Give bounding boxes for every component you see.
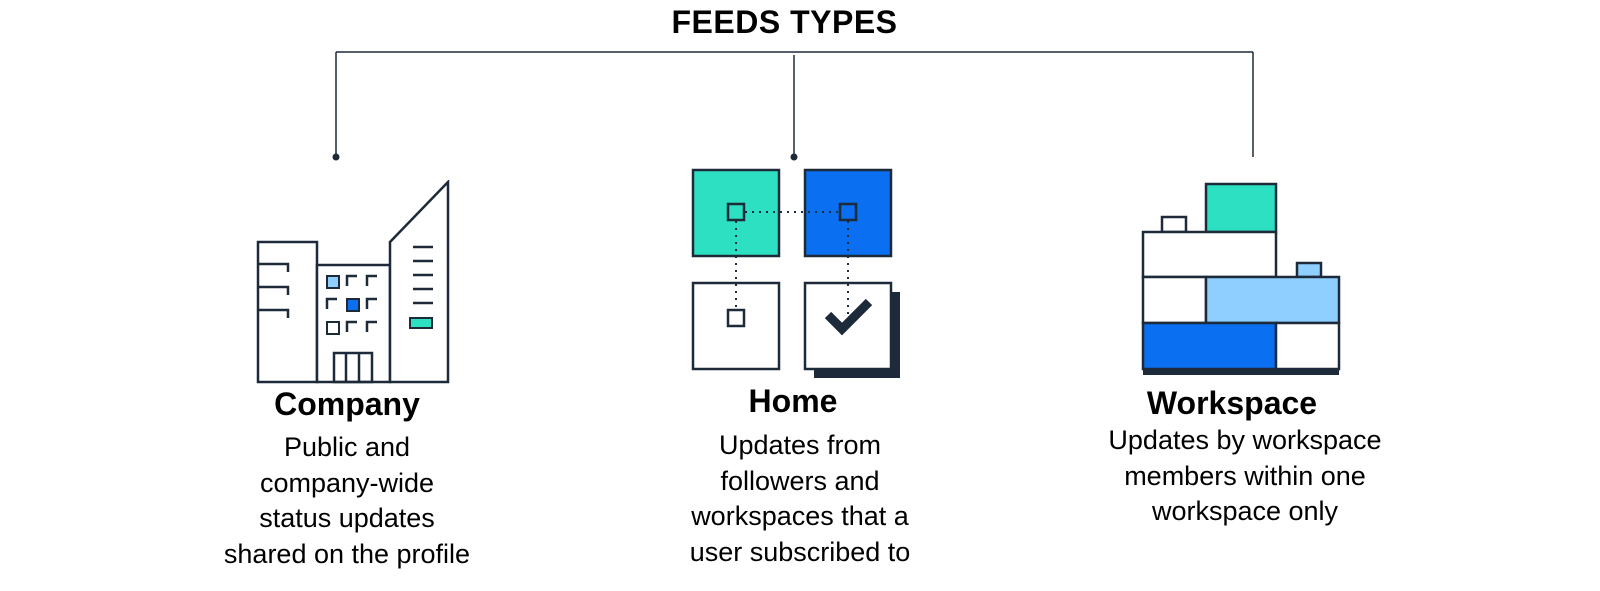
office-building-icon <box>256 180 450 384</box>
description-line: shared on the profile <box>223 538 471 569</box>
description-line: Public and <box>283 432 411 462</box>
description-line: company-wide <box>259 467 435 498</box>
feed-description-home: Updates from followers and workspaces th… <box>645 428 955 570</box>
description-line: user subscribed to <box>689 536 911 567</box>
description-line: followers and <box>720 465 880 496</box>
feed-title-home: Home <box>748 383 838 419</box>
connector-dot-company <box>332 153 340 161</box>
description-line: workspaces that a <box>691 501 909 531</box>
connector-dot-home <box>790 153 798 161</box>
description-line: Updates by workspace <box>1108 425 1382 455</box>
feed-title-company: Company <box>274 386 420 422</box>
description-line: status updates <box>259 503 435 533</box>
description-line: Updates from <box>718 430 882 460</box>
feed-description-company: Public and company-wide status updates s… <box>197 430 497 572</box>
description-line: members within one <box>1124 460 1366 491</box>
diagram-title: FEEDS TYPES <box>671 4 898 40</box>
checkmark-icon <box>824 298 873 336</box>
linked-squares-checkmark-icon <box>691 168 900 378</box>
feed-title-workspace: Workspace <box>1146 385 1318 421</box>
description-line: workspace only <box>1151 496 1339 526</box>
stacked-blocks-icon <box>1141 182 1341 375</box>
feed-description-workspace: Updates by workspace members within one … <box>1070 423 1420 530</box>
